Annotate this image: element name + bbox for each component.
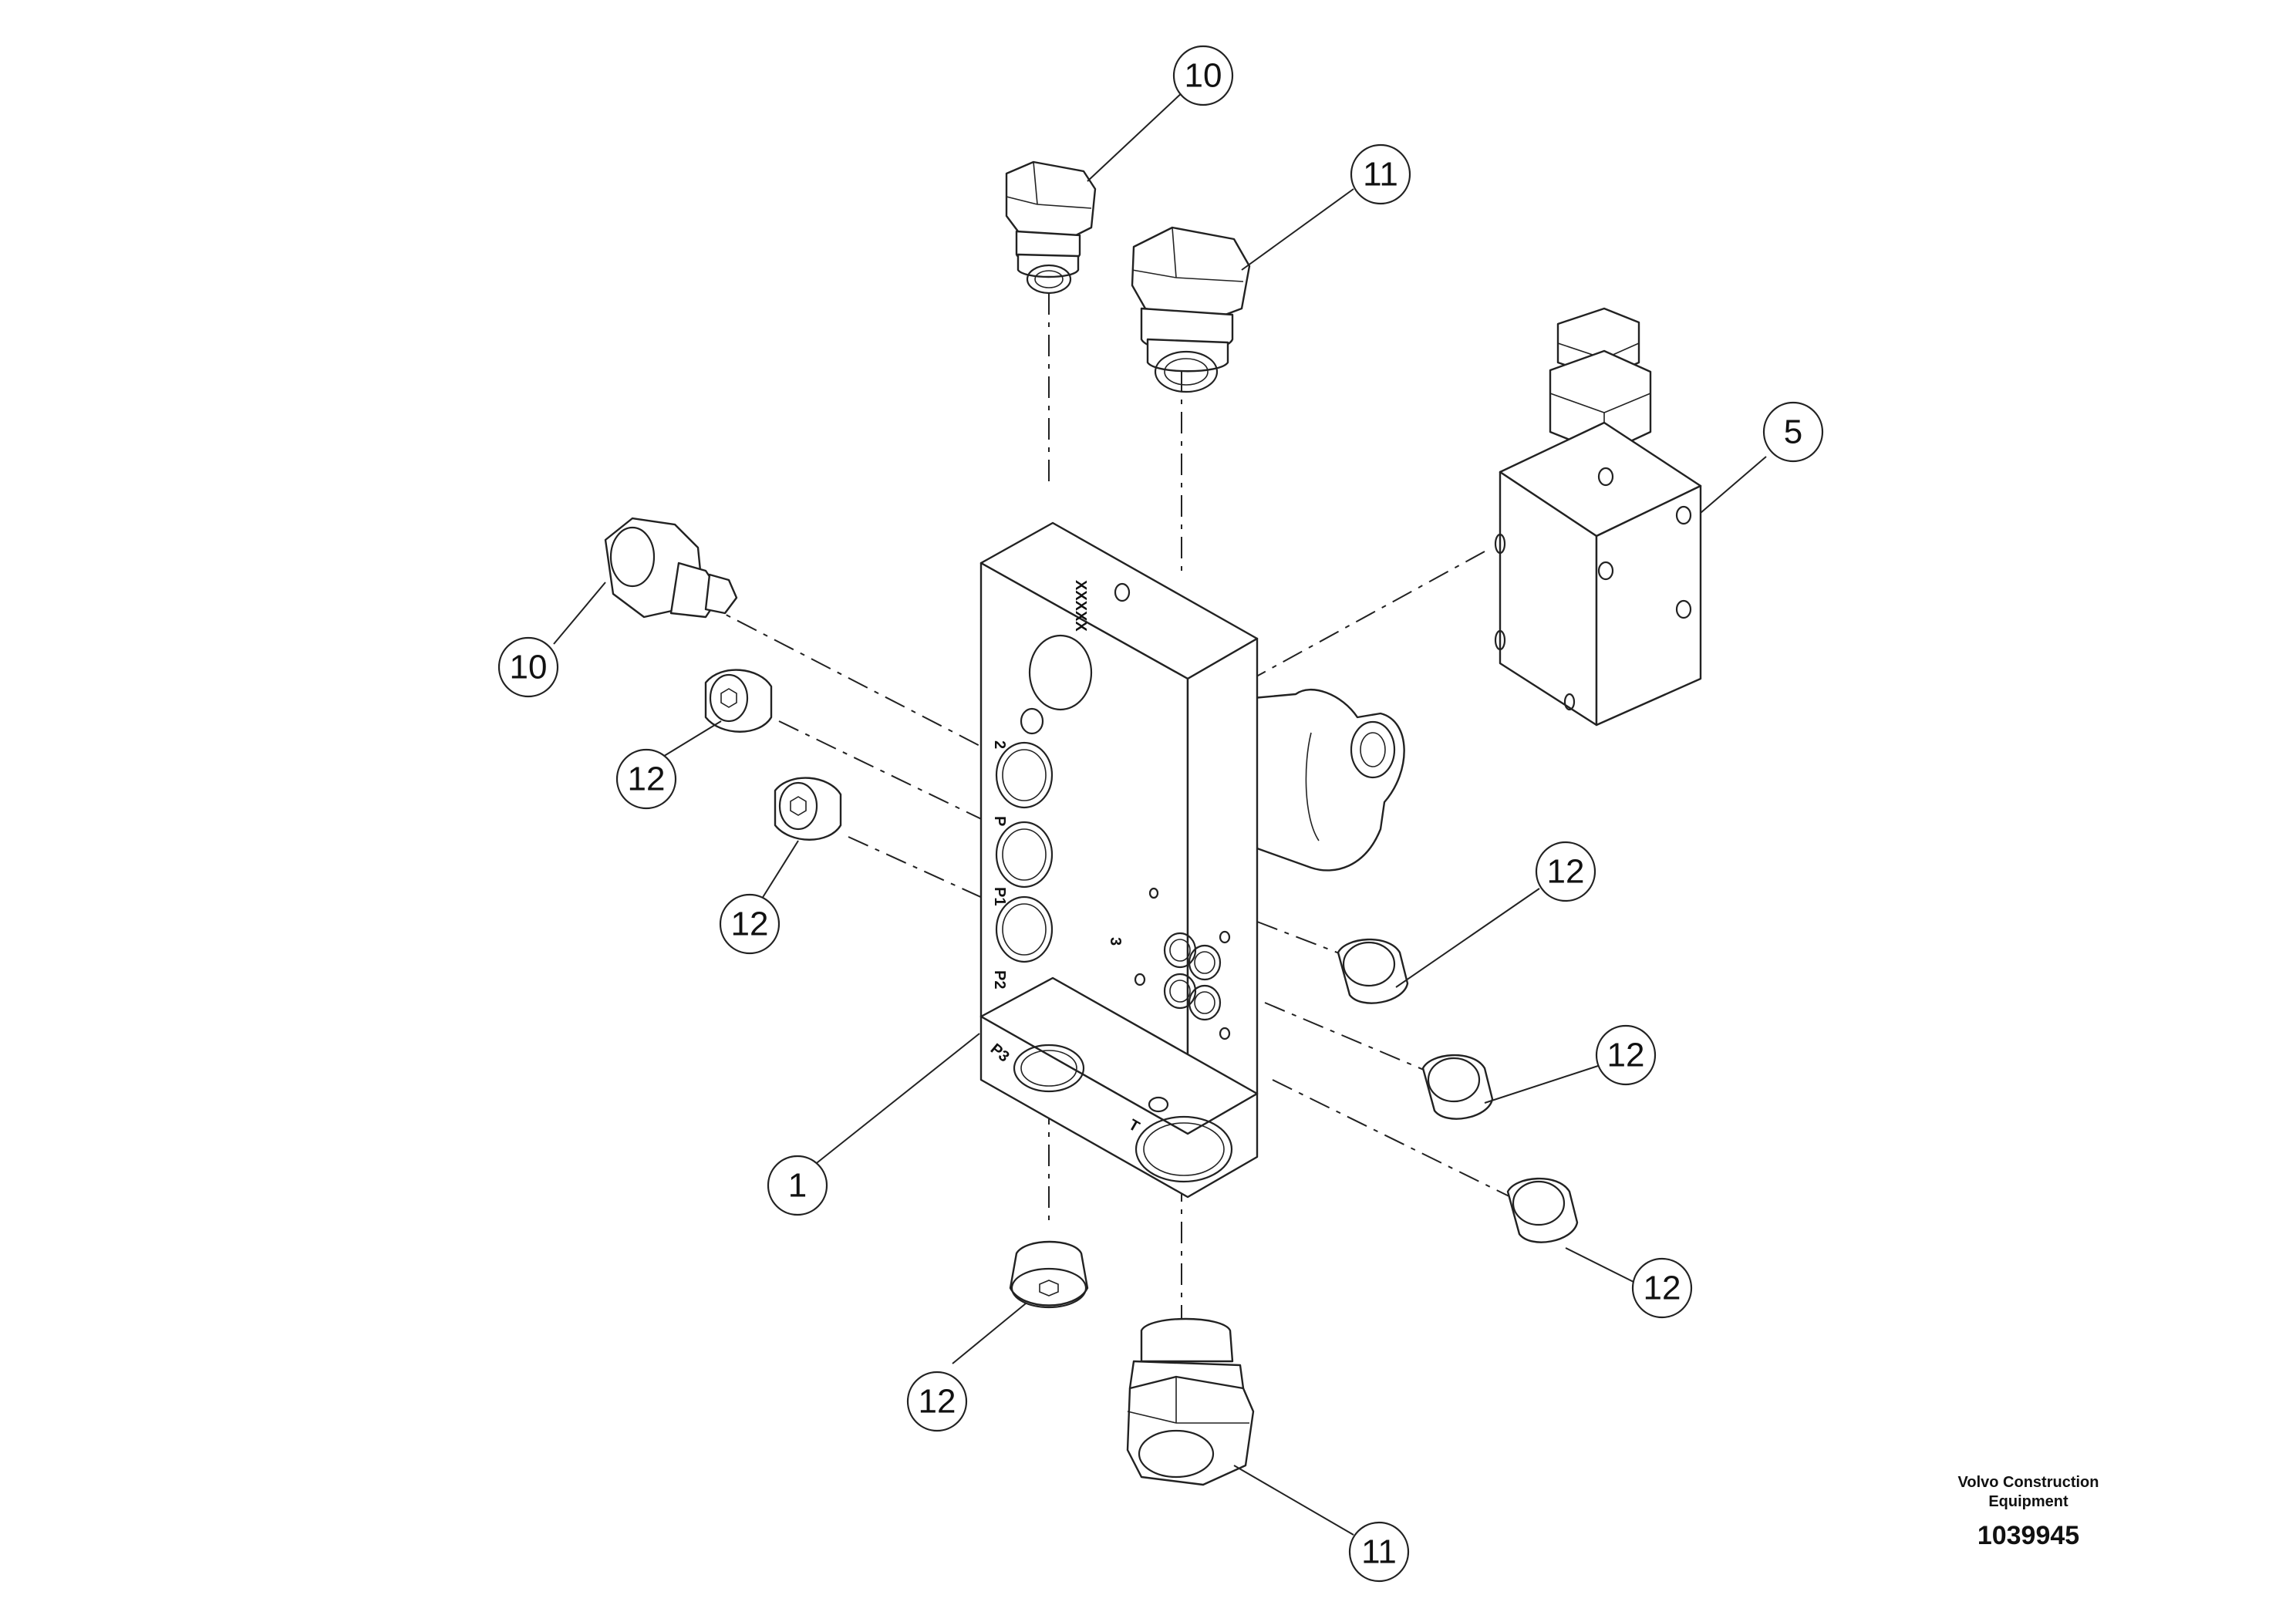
port-label-3: 3 — [1107, 937, 1124, 946]
credit-company-line2: Equipment — [1988, 1493, 2068, 1510]
credit-company-line1: Volvo Construction — [1957, 1474, 2099, 1491]
callout-12-c: 12 — [1535, 841, 1596, 902]
plug-part-12-c — [1337, 938, 1409, 1004]
callout-12-a: 12 — [615, 748, 677, 810]
callout-11-bottom-label: 11 — [1361, 1533, 1397, 1571]
callout-12-c-label: 12 — [1547, 853, 1585, 891]
plug-part-12-b — [774, 777, 842, 841]
plug-part-12-e — [1506, 1177, 1579, 1243]
callout-12-e: 12 — [1631, 1257, 1693, 1319]
callout-10-left: 10 — [497, 636, 559, 698]
plug-part-12-f — [1009, 1240, 1089, 1309]
side-connector — [1252, 688, 1405, 872]
fitting-part-10-top — [1005, 160, 1097, 295]
callout-1: 1 — [767, 1155, 828, 1216]
callout-12-a-label: 12 — [628, 760, 666, 798]
port-label-p2: P2 — [991, 970, 1008, 989]
callout-12-f: 12 — [906, 1371, 968, 1432]
callout-10-top: 10 — [1172, 45, 1234, 106]
callout-5: 5 — [1762, 401, 1824, 463]
callout-12-d-label: 12 — [1607, 1037, 1645, 1074]
drawing-number: 1039945 — [1977, 1521, 2080, 1550]
callout-1-label: 1 — [788, 1167, 807, 1205]
callout-12-e-label: 12 — [1644, 1270, 1681, 1307]
callout-10-left-label: 10 — [510, 649, 548, 686]
valve-block-part-1: XXXXX 2 P P1 P2 P3 T 3 — [979, 521, 1405, 1199]
fitting-part-11-bottom — [1126, 1317, 1255, 1486]
left-face-ports — [995, 741, 1054, 963]
port-label-p1: P1 — [991, 887, 1008, 905]
callout-12-d: 12 — [1595, 1024, 1657, 1086]
leader-lines — [553, 90, 1767, 1536]
solenoid-valve-part-5 — [1494, 307, 1702, 727]
port-label-p: P — [991, 816, 1008, 826]
callout-10-top-label: 10 — [1185, 57, 1222, 95]
plug-part-12-d — [1421, 1054, 1494, 1120]
plug-part-12-a — [704, 669, 773, 733]
callout-11-bottom: 11 — [1348, 1521, 1410, 1583]
callout-11-top-label: 11 — [1363, 156, 1398, 194]
callout-12-b-label: 12 — [731, 905, 769, 943]
callout-11-top: 11 — [1350, 143, 1411, 205]
callout-5-label: 5 — [1784, 413, 1802, 451]
block-marking: XXXXX — [1072, 580, 1089, 632]
callout-12-f-label: 12 — [919, 1383, 956, 1421]
fitting-part-11-top — [1131, 226, 1251, 393]
credit-block: Volvo Construction Equipment 1039945 — [1897, 1473, 2159, 1551]
port-label-2: 2 — [991, 740, 1008, 749]
callout-12-b: 12 — [719, 893, 781, 955]
fitting-part-10-left — [604, 517, 738, 619]
front-face-ports — [1114, 887, 1231, 1047]
